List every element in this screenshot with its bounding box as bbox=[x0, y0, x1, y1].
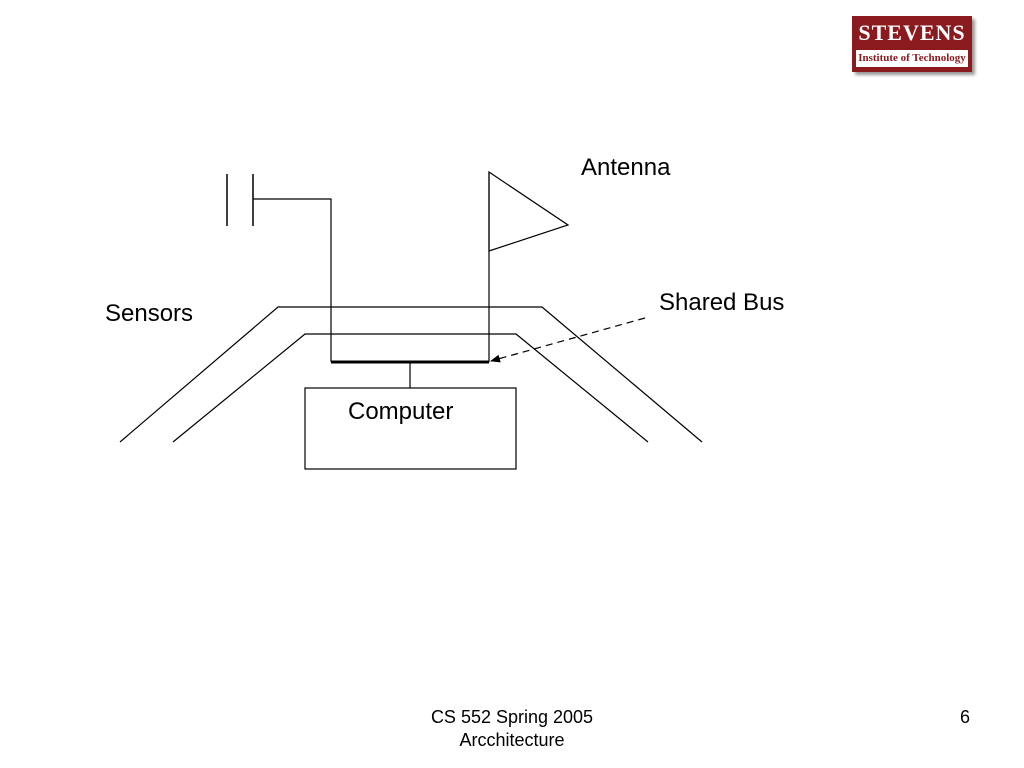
sensors-label: Sensors bbox=[105, 300, 194, 327]
slide-number: 6 bbox=[959, 707, 970, 727]
footer-topic: Arcchitecture bbox=[459, 730, 565, 750]
logo-name: STEVENS bbox=[858, 20, 966, 45]
antenna-flag bbox=[488, 170, 570, 252]
shared-bus-pointer-arrow bbox=[490, 317, 646, 363]
computer-label: Computer bbox=[348, 398, 454, 425]
sensor-wire bbox=[253, 198, 332, 362]
antenna-label: Antenna bbox=[581, 154, 671, 181]
outer-boundary-line bbox=[119, 306, 703, 443]
footer-course: CS 552 Spring 2005 bbox=[430, 707, 594, 727]
shared-bus-label: Shared Bus bbox=[659, 289, 785, 316]
inner-boundary-line bbox=[172, 333, 649, 443]
footer-caption: CS 552 Spring 2005 Arcchitecture bbox=[362, 706, 662, 752]
logo-subtitle: Institute of Technology bbox=[856, 50, 968, 67]
computer-box bbox=[304, 387, 517, 470]
stevens-logo: STEVENS Institute of Technology bbox=[852, 16, 972, 72]
